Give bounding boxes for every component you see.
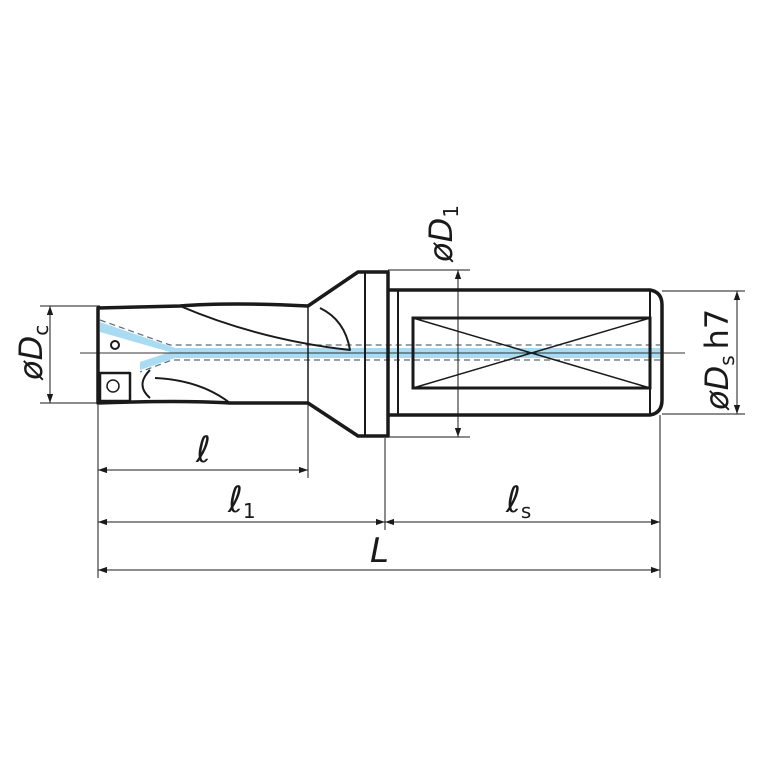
shank bbox=[388, 288, 664, 417]
label-l: ℓ bbox=[195, 430, 211, 471]
label-dc: øDc bbox=[12, 325, 53, 381]
label-L: L bbox=[370, 531, 389, 571]
drill-body bbox=[96, 270, 390, 438]
dimension-lines bbox=[46, 270, 741, 574]
label-d1: øD1 bbox=[422, 205, 463, 263]
coolant-channel bbox=[99, 319, 660, 373]
label-l1: ℓ1 bbox=[227, 480, 256, 523]
label-ds: øDsh7 bbox=[698, 309, 739, 411]
extension-lines bbox=[40, 269, 745, 578]
label-ls: ℓs bbox=[505, 480, 531, 523]
